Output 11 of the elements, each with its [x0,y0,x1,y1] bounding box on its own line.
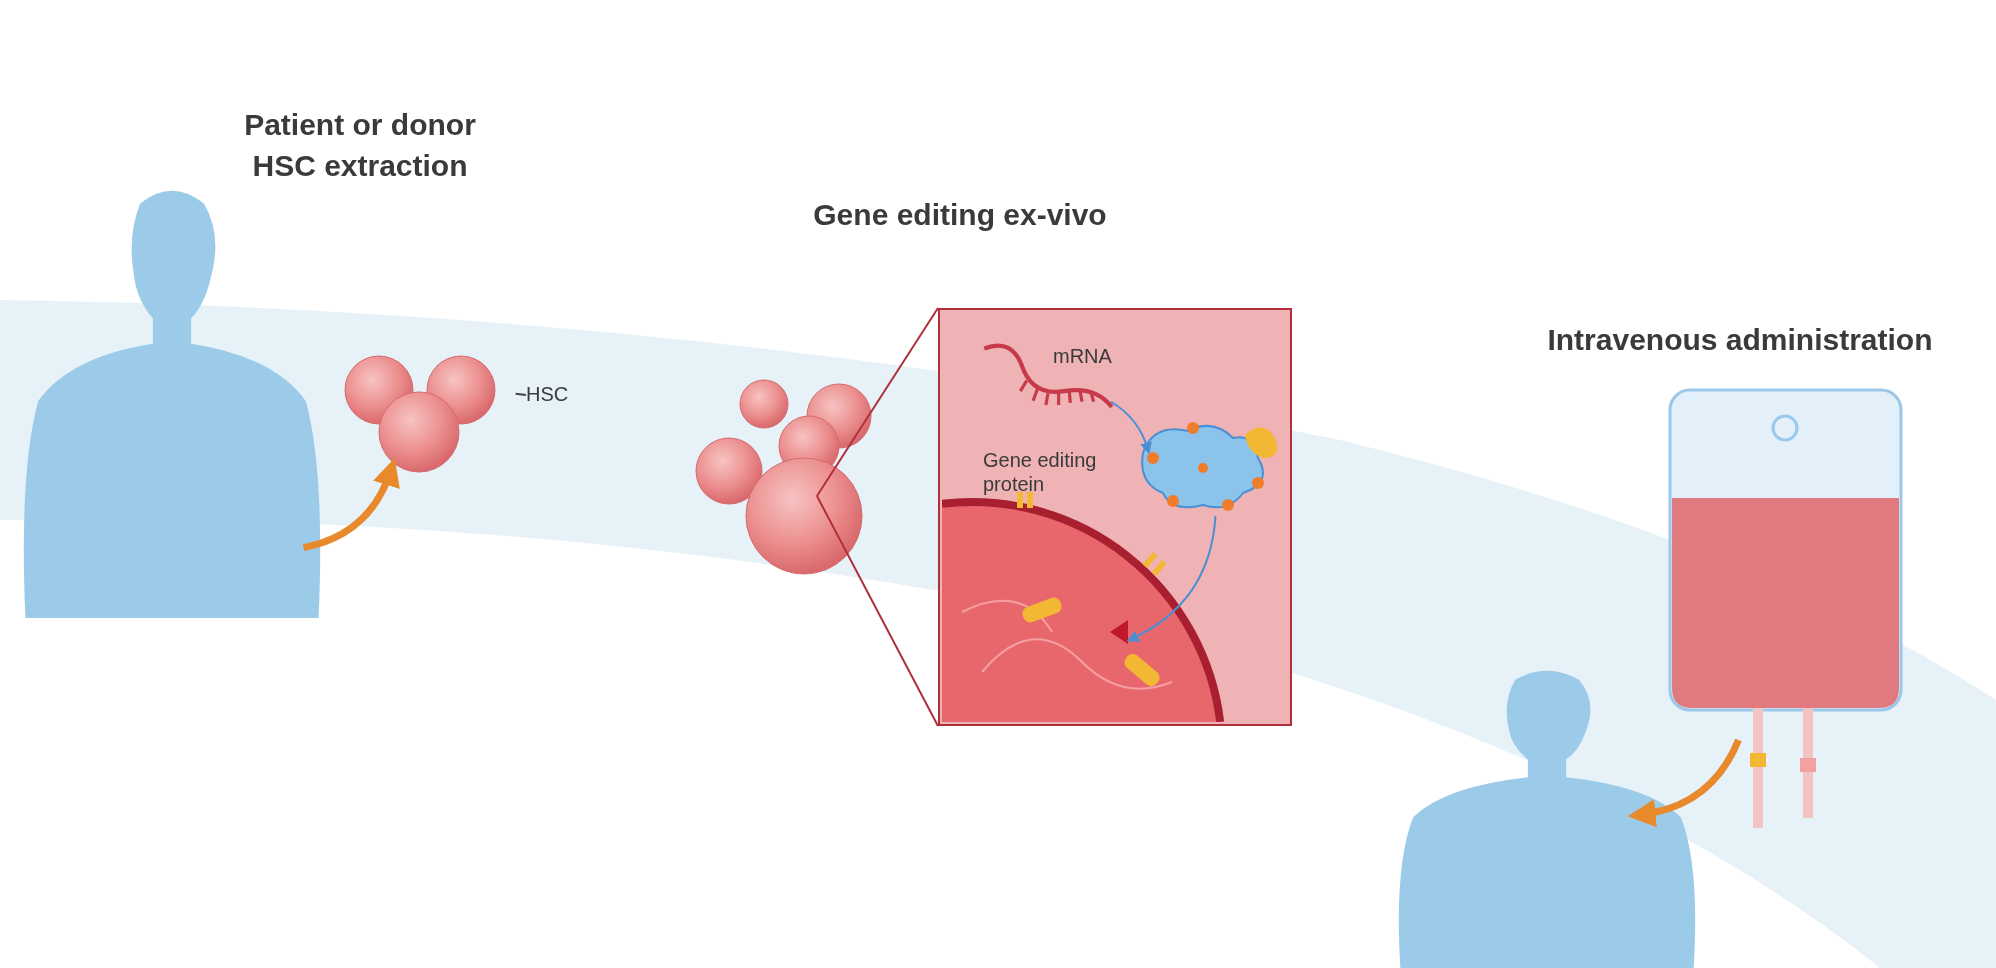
stage-heading: Patient or donor HSC extraction [243,107,477,184]
arrow [1126,514,1217,642]
zoom-line [815,307,939,727]
callout-label: mRNA [1053,344,1112,368]
callout-label: Gene editing protein [983,448,1098,496]
stage-heading: Gene editing ex-vivo [812,197,1108,233]
stage-heading: Intravenous administration [1546,322,1934,358]
cell-label: HSC [526,382,569,406]
arrow [302,458,400,551]
leader-line [514,392,527,396]
arrow [1110,400,1152,455]
